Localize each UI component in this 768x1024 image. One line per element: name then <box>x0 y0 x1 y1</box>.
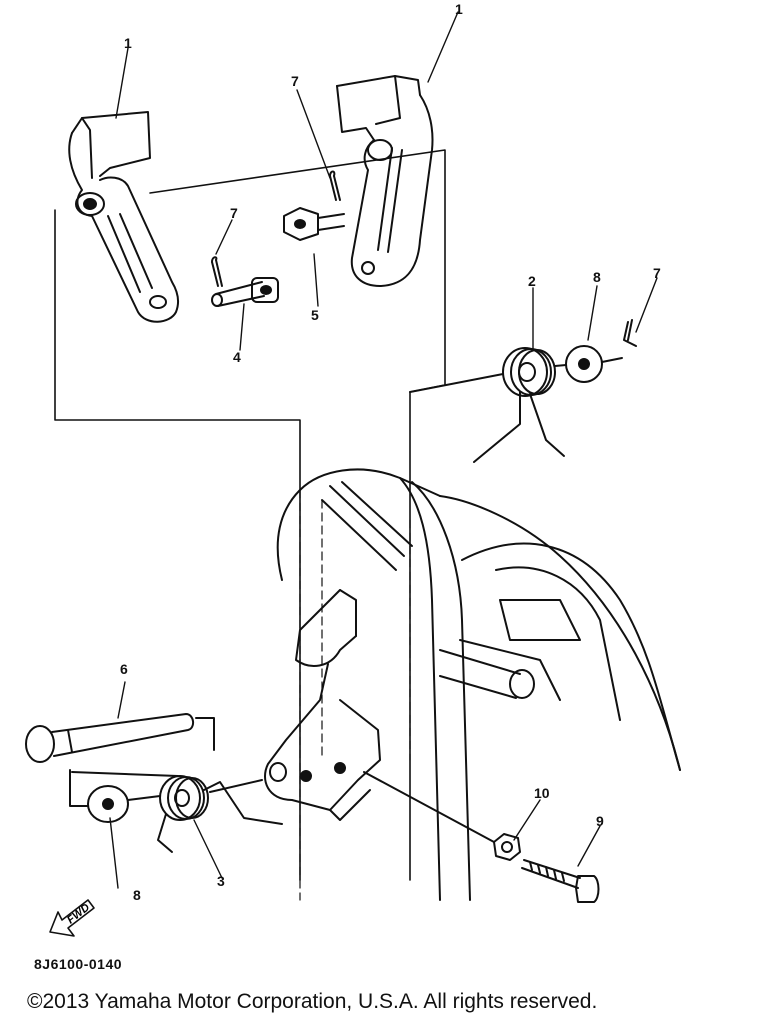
callout-spring-lower: 3 <box>217 873 225 889</box>
callout-pin-top: 7 <box>291 73 299 89</box>
callout-link-pin: 4 <box>233 349 241 365</box>
nut <box>364 772 520 860</box>
washer-lower <box>70 770 178 822</box>
spring-upper <box>410 348 564 462</box>
callout-pin-right: 7 <box>653 265 661 281</box>
callout-washer-upper: 8 <box>593 269 601 285</box>
callout-nut: 10 <box>534 785 550 801</box>
diagram-code: 8J6100-0140 <box>34 956 123 972</box>
bracket-body <box>278 469 680 900</box>
callout-bolt: 9 <box>596 813 604 829</box>
lever-right <box>337 76 433 286</box>
callout-lever-right: 1 <box>455 1 463 17</box>
link-pin <box>212 278 278 306</box>
bolt <box>522 860 599 902</box>
spring-lower <box>158 776 282 852</box>
callout-spring-upper: 2 <box>528 273 536 289</box>
shaft <box>26 714 214 762</box>
callout-link-joint: 5 <box>311 307 319 323</box>
callout-washer-lower: 8 <box>133 887 141 903</box>
arm-plate <box>265 590 380 820</box>
cotter-pin-left <box>212 257 222 286</box>
callout-pin-left: 7 <box>230 205 238 221</box>
copyright-notice: ©2013 Yamaha Motor Corporation, U.S.A. A… <box>27 990 598 1013</box>
callout-shaft: 6 <box>120 661 128 677</box>
leader-lines <box>110 12 657 888</box>
cotter-pin-top <box>330 172 340 201</box>
washer-upper <box>555 346 622 382</box>
fwd-arrow-icon <box>50 900 94 936</box>
cotter-pin-right <box>624 320 636 346</box>
lever-left <box>69 112 178 322</box>
callout-lever-left: 1 <box>124 35 132 51</box>
link-joint <box>284 208 344 240</box>
